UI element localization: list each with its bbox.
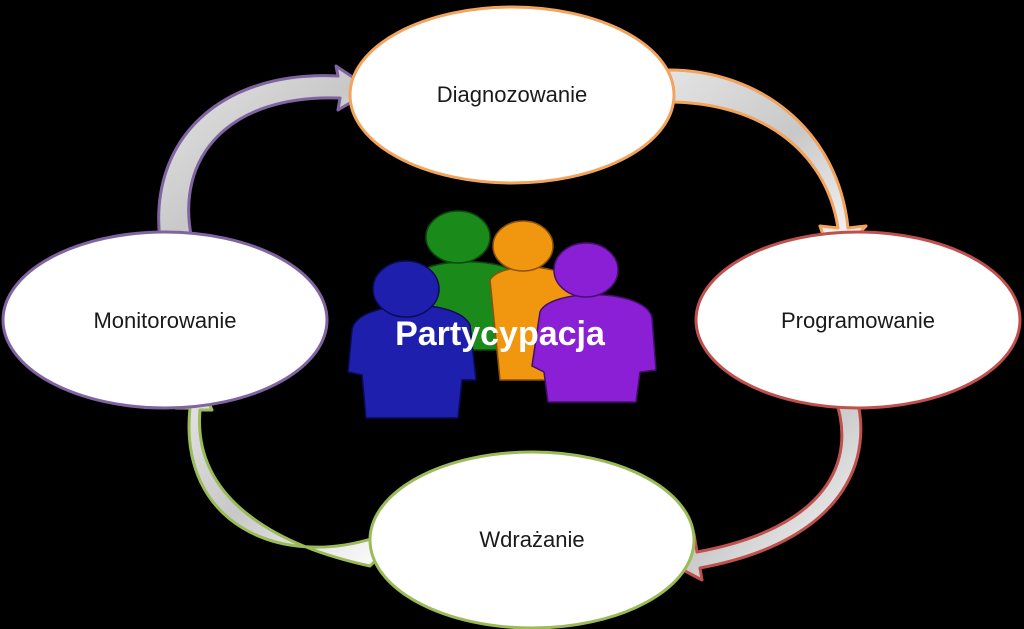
people-group-icon [347,210,657,419]
arrow-monitorowanie-to-diagnozowanie [157,64,374,252]
center-label: Partycypacja [395,315,606,353]
stage-wdrazanie: Wdrażanie [368,450,696,629]
stage-label-programowanie: Programowanie [781,308,935,333]
stage-label-diagnozowanie: Diagnozowanie [437,82,587,107]
stage-programowanie: Programowanie [694,230,1022,410]
stage-label-wdrazanie: Wdrażanie [479,527,584,552]
stage-label-monitorowanie: Monitorowanie [93,308,236,333]
stage-monitorowanie: Monitorowanie [1,230,329,410]
person-blue-icon [347,260,477,419]
arrow-wdrazanie-to-monitorowanie [174,380,390,568]
stage-diagnozowanie: Diagnozowanie [348,5,676,185]
person-purple-icon [531,242,657,403]
